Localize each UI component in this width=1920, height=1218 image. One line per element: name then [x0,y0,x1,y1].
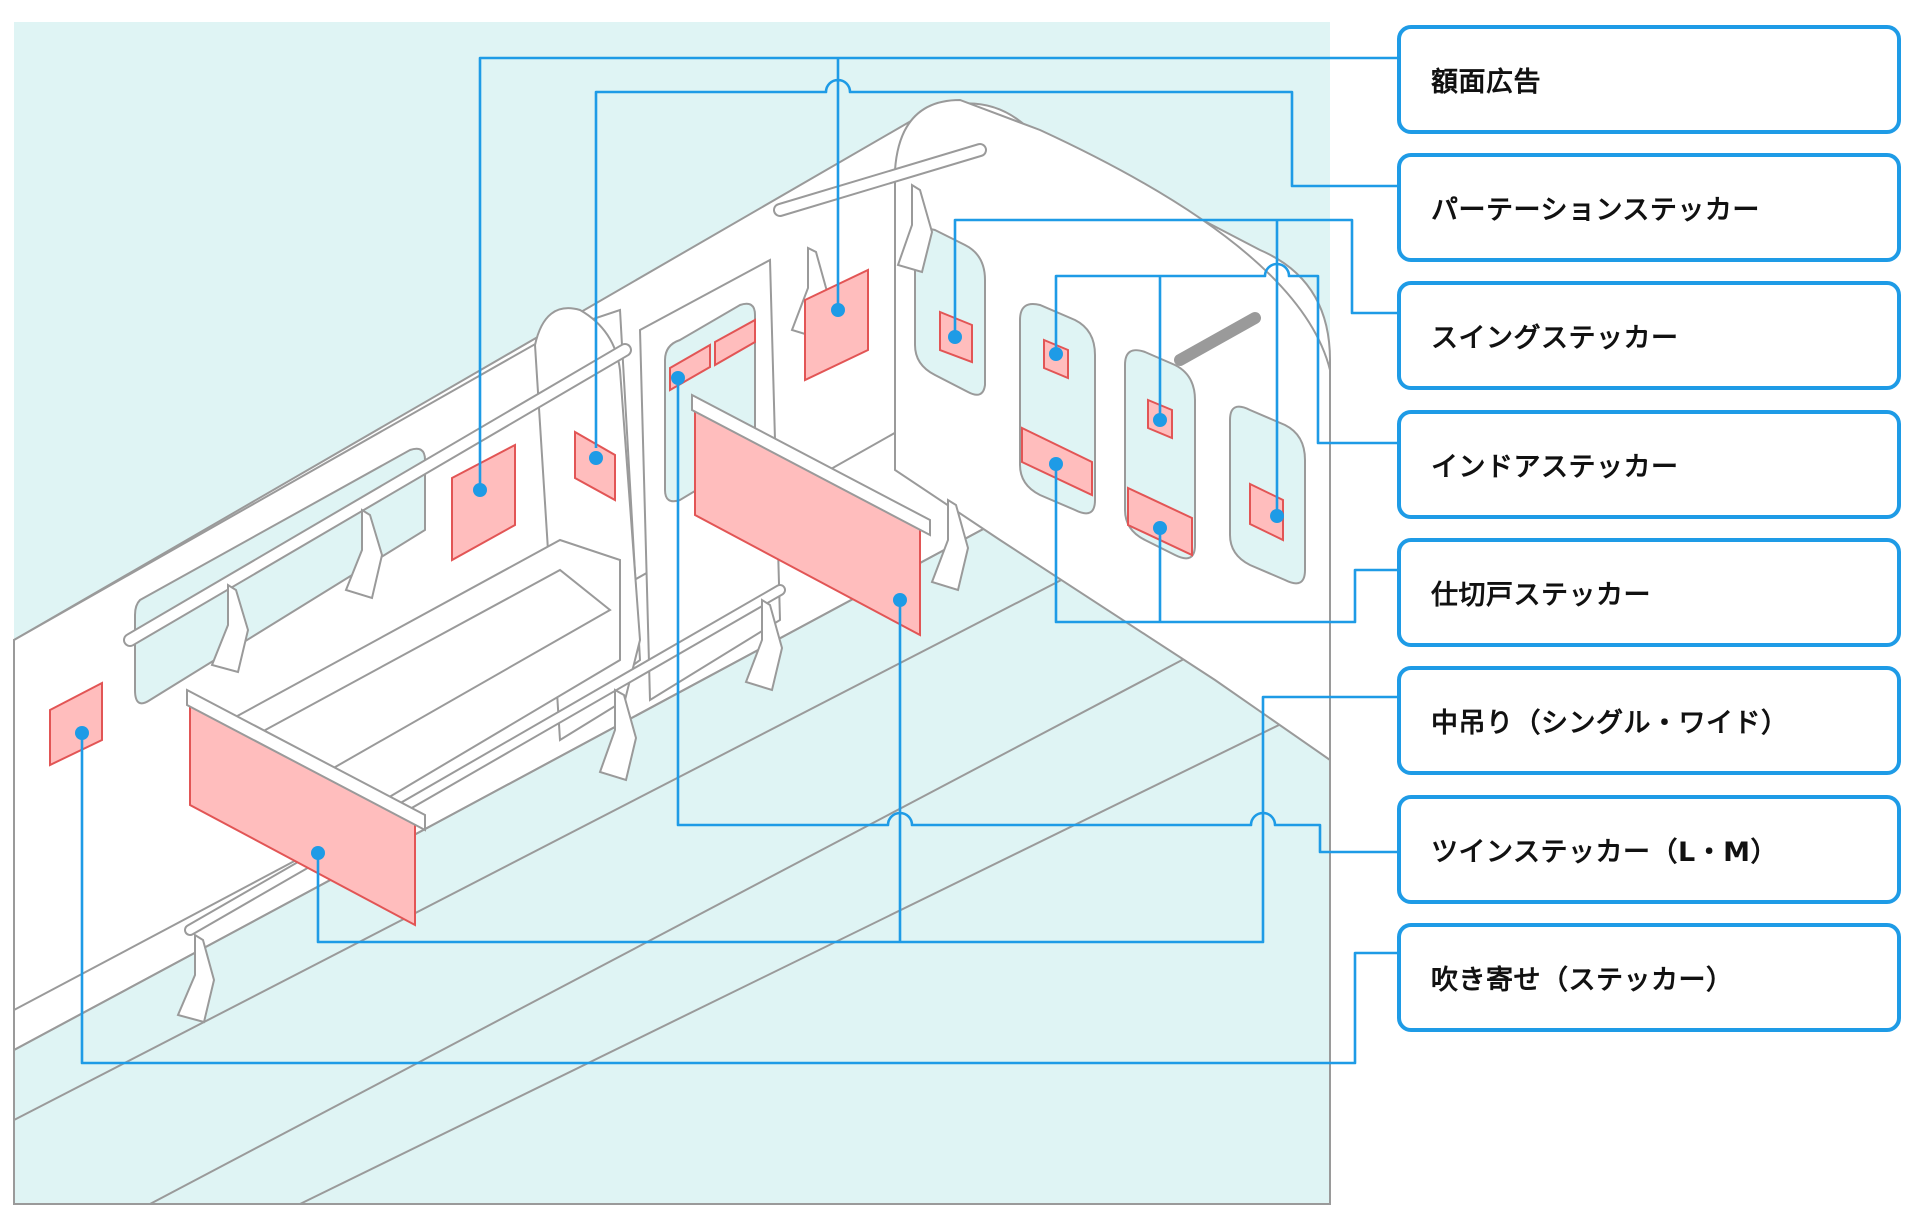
label-in-door-sticker: インドアステッカー [1397,410,1901,519]
label-partition-door-sticker: 仕切戸ステッカー [1397,538,1901,647]
label-partition-door-sticker-text: 仕切戸ステッカー [1431,580,1651,611]
ad-twin-right [714,318,756,367]
grab-rail-door [1174,312,1261,366]
label-frame-ad: 額面広告 [1397,25,1901,134]
ad-frame-right [804,268,869,382]
leader-lines [80,56,1397,1065]
label-swing-sticker: スイングステッカー [1397,281,1901,390]
label-twin-sticker-text: ツインステッカー（L・M） [1431,837,1779,868]
label-partition-sticker-text: パーテーションステッカー [1431,195,1760,226]
label-swing-sticker-text: スイングステッカー [1431,323,1679,354]
leader-hanging [316,600,1397,944]
grab-rail-lower-inner [186,586,784,934]
leader-partition-door [1054,464,1397,624]
ad-frame-left [451,443,516,562]
partition-board-front-rail [186,688,426,832]
label-hanging-ad-text: 中吊り（シングル・ワイド） [1431,708,1789,739]
label-hanging-ad: 中吊り（シングル・ワイド） [1397,666,1901,775]
label-frame-ad-text: 額面広告 [1431,67,1541,98]
label-partition-sticker: パーテーションステッカー [1397,153,1901,262]
label-in-door-sticker-text: インドアステッカー [1431,452,1679,483]
ad-blow-in [49,681,103,767]
label-blow-in-sticker-text: 吹き寄せ（ステッカー） [1431,965,1734,996]
hanging-straps [176,183,970,1024]
leader-frame-ad [478,56,1397,490]
ad-frame-mid [574,430,616,502]
leader-blow-in [80,733,1397,1065]
label-twin-sticker: ツインステッカー（L・M） [1397,795,1901,904]
leader-indoor [1054,262,1397,445]
partition-board-middle-rail [691,393,931,537]
ad-end-window [1249,482,1284,542]
label-blow-in-sticker: 吹き寄せ（ステッカー） [1397,923,1901,1032]
leader-twin [676,378,1397,854]
leader-swing [953,218,1397,516]
grab-rail-upper-inner [125,345,630,645]
end-wall [894,98,1331,762]
grab-rail-end-inner [775,145,985,215]
leader-dots [75,303,1284,860]
